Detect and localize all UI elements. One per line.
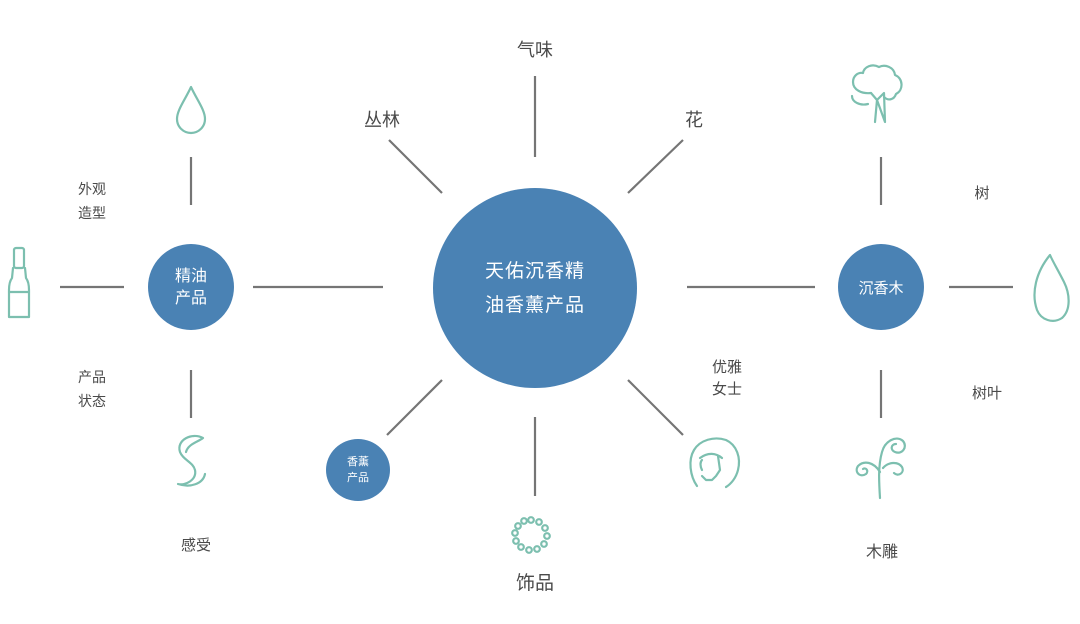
connector-lady (627, 379, 684, 436)
label-conglin: 丛林 (364, 110, 400, 131)
aroma-node: 香薰 产品 (326, 439, 390, 501)
woman-face-icon (689, 437, 741, 489)
label-hua: 花 (685, 110, 703, 131)
label-state-line1: 产品 (78, 370, 106, 386)
label-appearance-line1: 外观 (78, 182, 106, 198)
bead-ring-icon (511, 516, 551, 554)
leaf-icon (1033, 253, 1070, 322)
label-qiwei: 气味 (517, 40, 553, 61)
label-shu: 树 (974, 184, 990, 202)
center-node-line1: 天佑沉香精 (484, 260, 585, 282)
connector-conglin (388, 139, 443, 194)
label-appearance-line2: 造型 (78, 206, 106, 222)
label-state: 产品 状态 (64, 366, 120, 414)
label-shuye: 树叶 (971, 384, 1002, 402)
agarwood-label: 沉香木 (858, 278, 904, 297)
connector-hua (627, 139, 684, 194)
label-lady: 优雅 女士 (699, 356, 755, 400)
label-lady-line1: 优雅 (711, 358, 742, 376)
aroma-line2: 产品 (347, 471, 369, 484)
essential-oil-line2: 产品 (174, 288, 207, 307)
label-mudiao: 木雕 (865, 542, 898, 561)
swirl-icon (176, 434, 207, 487)
sprout-icon (855, 437, 906, 500)
tree-icon (850, 64, 903, 124)
water-drop-icon (175, 85, 207, 135)
connector-aroma (386, 379, 443, 436)
center-node-line2: 油香薰产品 (484, 294, 585, 316)
essential-oil-line1: 精油 (174, 266, 207, 285)
aroma-line1: 香薰 (347, 455, 369, 468)
center-node: 天佑沉香精 油香薰产品 (433, 188, 637, 388)
label-shipin: 饰品 (515, 572, 554, 594)
bottle-icon (7, 246, 31, 319)
agarwood-node: 沉香木 (838, 244, 924, 330)
label-state-line2: 状态 (78, 394, 106, 410)
label-ganshou: 感受 (180, 536, 211, 554)
label-lady-line2: 女士 (711, 380, 742, 398)
label-appearance: 外观 造型 (64, 178, 120, 226)
essential-oil-node: 精油 产品 (148, 244, 234, 330)
